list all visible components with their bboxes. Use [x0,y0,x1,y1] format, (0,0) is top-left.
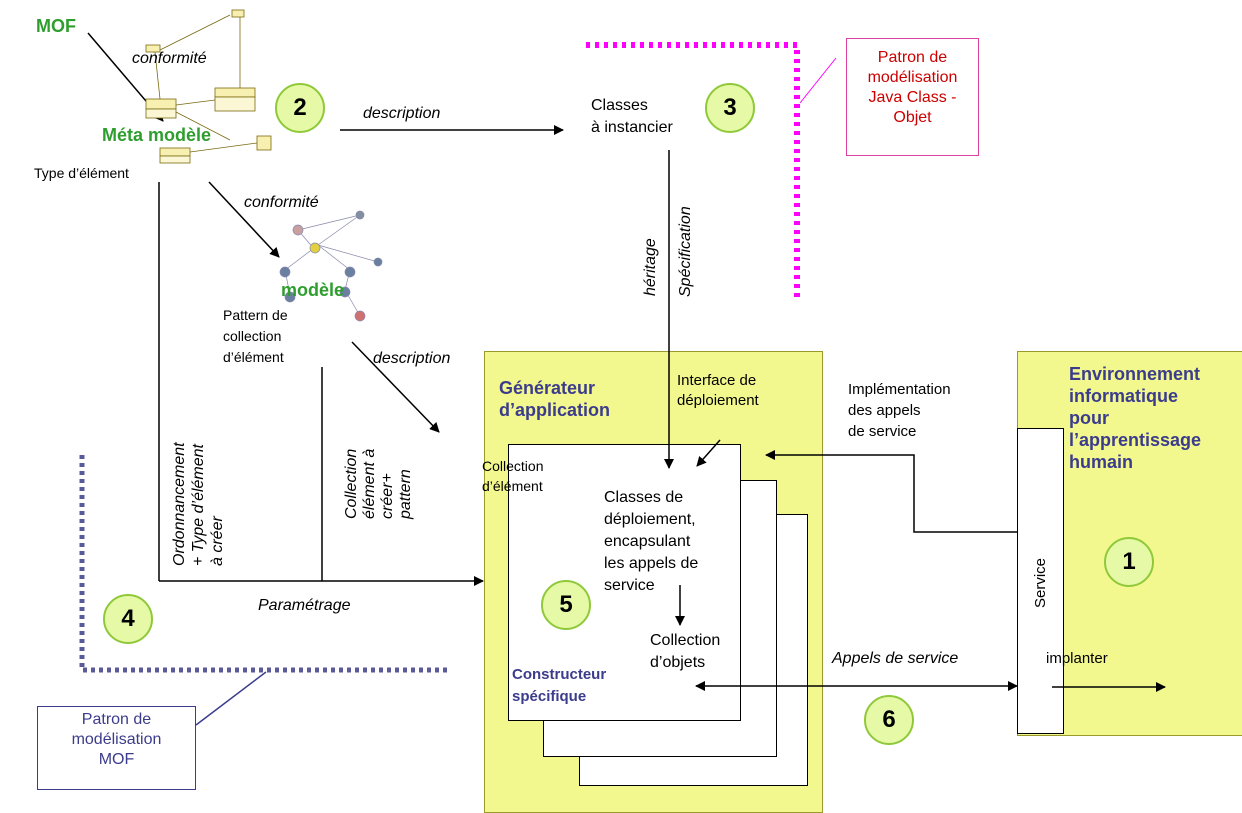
arrow-meta-to-modele [208,181,280,258]
ordonnancement-label: Ordonnancement + Type d’élément à créer [171,442,226,566]
description-label-1: description [363,105,441,122]
callout-line-mof [195,671,267,726]
circle-6: 6 [864,695,914,745]
circle-3: 3 [705,83,755,133]
arrow-service-to-generator [765,450,1017,533]
pattern-collection-label: Pattern de collection d’élément [223,307,288,365]
constructeur-box-front [508,444,741,721]
circle-1: 1 [1104,537,1154,587]
parametrage-label: Paramétrage [258,597,351,614]
service-box [1017,428,1064,734]
generateur-label: Générateur d’application [499,378,611,420]
patron-mof-callout: Patron de modélisation MOF [37,706,196,790]
patron-java-dotted-frame [586,42,800,300]
heritage-label: héritage [642,238,659,296]
implementation-label: Implémentation des appels de service [848,381,951,440]
patron-java-callout: Patron de modélisation Java Class - Obje… [846,38,979,156]
collection-element-label: Collection d’élément [482,458,544,494]
interface-deploiement-label: Interface de déploiement [677,372,759,409]
callout-line-java [799,57,837,104]
model-thumbnail [279,210,383,322]
circle-2: 2 [275,83,325,133]
description-label-2: description [373,350,451,367]
conformite-label-2: conformité [244,194,319,211]
specification-label: Spécification [677,206,694,297]
implanter-label: implanter [1046,650,1108,667]
collection-objets-label: Collection d’objets [650,632,721,671]
type-element-label: Type d’élément [34,165,129,181]
modele-label: modèle [281,280,345,300]
collection-element-creer-label: Collection élément à créer+ pattern [343,448,414,519]
meta-model-thumbnail [145,9,272,164]
constructeur-label: Constructeur spécifique [512,666,607,705]
appels-service-label: Appels de service [832,650,959,667]
circle-5: 5 [541,580,591,630]
classes-instancier-label: Classes à instancier [591,97,673,136]
environnement-label: Environnement informatique pour l’appren… [1069,364,1202,472]
circle-4: 4 [103,594,153,644]
arrow-interface-deploiement [696,439,721,467]
mof-label: MOF [36,16,76,36]
meta-modele-label: Méta modèle [102,125,212,145]
arrow-modele-description [351,341,440,433]
classes-deploiement-label: Classes de déploiement, encapsulant les … [604,489,699,594]
service-label: Service [1032,557,1049,608]
conformite-label-1: conformité [132,50,207,67]
